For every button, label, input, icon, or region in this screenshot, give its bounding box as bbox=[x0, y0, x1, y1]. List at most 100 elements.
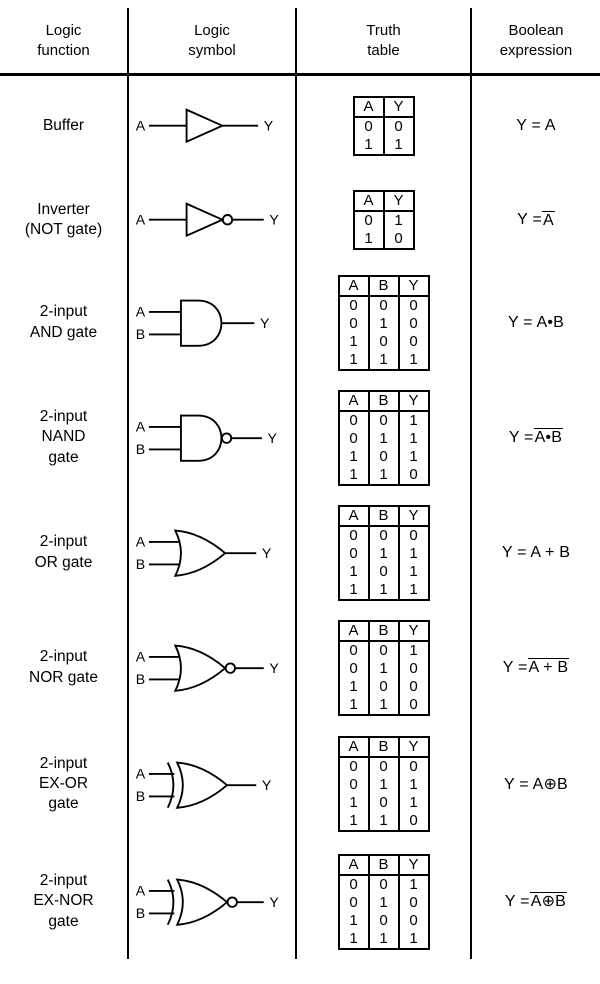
truth-table-value-cell: 1 bbox=[364, 136, 373, 153]
symbol-cell-exor: A B Y bbox=[127, 724, 295, 844]
gate-output-label: Y bbox=[262, 545, 272, 561]
symbol-cell-exnor: A B Y bbox=[127, 844, 295, 959]
expression-text: Y = bbox=[504, 892, 530, 910]
truth-table-value-cell: 0 bbox=[397, 525, 429, 545]
truth-table-header-cell: B bbox=[367, 737, 399, 758]
symbol-cell-buffer: A Y bbox=[127, 76, 295, 176]
expression-text: Y = A + B bbox=[501, 543, 571, 561]
truth-table-value-cell: 1 bbox=[349, 447, 358, 465]
symbol-cell-inverter: A Y bbox=[127, 176, 295, 264]
xor-gate-icon: A B Y bbox=[136, 761, 272, 809]
truth-table-value-cell: 1 bbox=[349, 812, 358, 829]
or-gate-icon: A B Y bbox=[136, 529, 272, 578]
truth-table-value-cell: 0 bbox=[349, 659, 358, 677]
symbol-cell-or: A B Y bbox=[127, 494, 295, 611]
truth-table-value-cell: 1 bbox=[367, 350, 399, 370]
truth-table-value-cell: 1 bbox=[367, 812, 399, 831]
truth-table-value-cell: 1 bbox=[397, 447, 429, 466]
truth-table-header-cell: B bbox=[367, 275, 399, 297]
expression-overlined: A•B bbox=[533, 428, 564, 447]
truth-table-value-cell: 0 bbox=[349, 296, 358, 314]
truth-table-value-cell: 1 bbox=[367, 465, 399, 485]
gate-output-label: Y bbox=[268, 430, 278, 446]
truth-table-value-cell: 1 bbox=[349, 350, 358, 368]
truth-table-value-cell: 1 bbox=[397, 794, 429, 812]
function-label-buffer: Buffer bbox=[42, 116, 85, 134]
truth-table-value-cell: 0 bbox=[397, 757, 429, 776]
nand-gate-icon: A B Y bbox=[136, 414, 278, 462]
truth-table-value-cell: 1 bbox=[397, 429, 429, 448]
truth-table-value-cell: 0 bbox=[397, 695, 429, 715]
gate-input-label: B bbox=[136, 671, 145, 687]
truth-table-value-cell: 0 bbox=[349, 776, 358, 793]
truth-table-value-cell: 1 bbox=[397, 562, 429, 581]
truth-table-header-cell: A bbox=[338, 620, 369, 642]
truth-table-value-cell: 0 bbox=[349, 526, 358, 544]
truth-table-value-cell: 0 bbox=[367, 874, 399, 894]
truth-table-header-cell: B bbox=[367, 620, 399, 642]
truth-table-value-cell: 1 bbox=[367, 580, 399, 600]
gate-input-label: A bbox=[136, 649, 146, 665]
truth-table-value-cell: 0 bbox=[367, 911, 399, 930]
truth-table-value-cell: 0 bbox=[367, 332, 399, 351]
truth-table-value-cell: 1 bbox=[349, 562, 358, 580]
gate-input-label: B bbox=[136, 556, 145, 572]
truth-table-value-cell: 1 bbox=[397, 410, 429, 430]
truth-table-value-cell: 1 bbox=[397, 874, 429, 894]
function-label-and: 2-input AND gate bbox=[29, 303, 98, 341]
truth-table-value-cell: 0 bbox=[397, 295, 429, 315]
truth-table-value-cell: 0 bbox=[367, 410, 399, 430]
boolean-expression-exor: Y = A⊕B bbox=[470, 724, 600, 844]
expression-text: Y = A•B bbox=[507, 313, 565, 331]
truth-table-value-cell: 1 bbox=[397, 640, 429, 660]
boolean-expression-inverter: Y = A bbox=[470, 176, 600, 264]
boolean-expression-and: Y = A•B bbox=[470, 264, 600, 381]
truth-table-header-cell: Y bbox=[397, 275, 429, 297]
truth-table-value-cell: 0 bbox=[397, 332, 429, 351]
truth-table-value-cell: 1 bbox=[397, 580, 429, 600]
function-label-exor: 2-input EX-OR gate bbox=[38, 754, 89, 813]
expression-text: Y = bbox=[502, 658, 528, 676]
truth-table-value-cell: 1 bbox=[397, 544, 429, 563]
truth-table-value-cell: 0 bbox=[367, 794, 399, 812]
reference-grid: Logic function Logic symbol Truth table … bbox=[0, 8, 600, 959]
truth-table-header-cell: A bbox=[338, 505, 369, 527]
gate-input-label: B bbox=[136, 905, 145, 921]
gate-input-label: A bbox=[136, 118, 146, 134]
truth-table-header-cell: B bbox=[367, 390, 399, 412]
xnor-gate-icon: A B Y bbox=[136, 878, 279, 927]
truth-table-value-cell: 0 bbox=[349, 641, 358, 659]
gate-input-label: A bbox=[136, 304, 146, 320]
truth-table-value-cell: 0 bbox=[367, 640, 399, 660]
gate-output-label: Y bbox=[269, 660, 279, 676]
expression-text: Y = bbox=[508, 428, 534, 446]
truth-table-header-cell: A bbox=[338, 390, 369, 412]
gate-input-label: A bbox=[136, 212, 146, 228]
truth-table-value-cell: 1 bbox=[349, 929, 358, 947]
truth-table-value-cell: 1 bbox=[349, 580, 358, 598]
truth-table-value-cell: 1 bbox=[367, 659, 399, 678]
column-header-boolean-expression: Boolean expression bbox=[470, 8, 600, 76]
boolean-expression-or: Y = A + B bbox=[470, 494, 600, 611]
boolean-expression-nand: Y = A•B bbox=[470, 381, 600, 494]
truth-table-value-cell: 0 bbox=[364, 212, 373, 229]
truth-table-header-cell: Y bbox=[397, 390, 429, 412]
truth-table-value-cell: 0 bbox=[349, 544, 358, 562]
gate-input-label: B bbox=[136, 326, 145, 342]
truth-table-header-cell: Y bbox=[397, 620, 429, 642]
boolean-expression-exnor: Y = A⊕B bbox=[470, 844, 600, 959]
buffer-gate-icon: A Y bbox=[136, 108, 274, 144]
gate-output-label: Y bbox=[262, 777, 272, 793]
truth-table-header-cell: Y bbox=[397, 854, 429, 876]
truth-table-value-cell: 0 bbox=[364, 118, 373, 135]
truth-table-header-cell: Y bbox=[397, 505, 429, 527]
column-header-truth-table: Truth table bbox=[295, 8, 470, 76]
truth-table-value-cell: 1 bbox=[349, 465, 358, 483]
